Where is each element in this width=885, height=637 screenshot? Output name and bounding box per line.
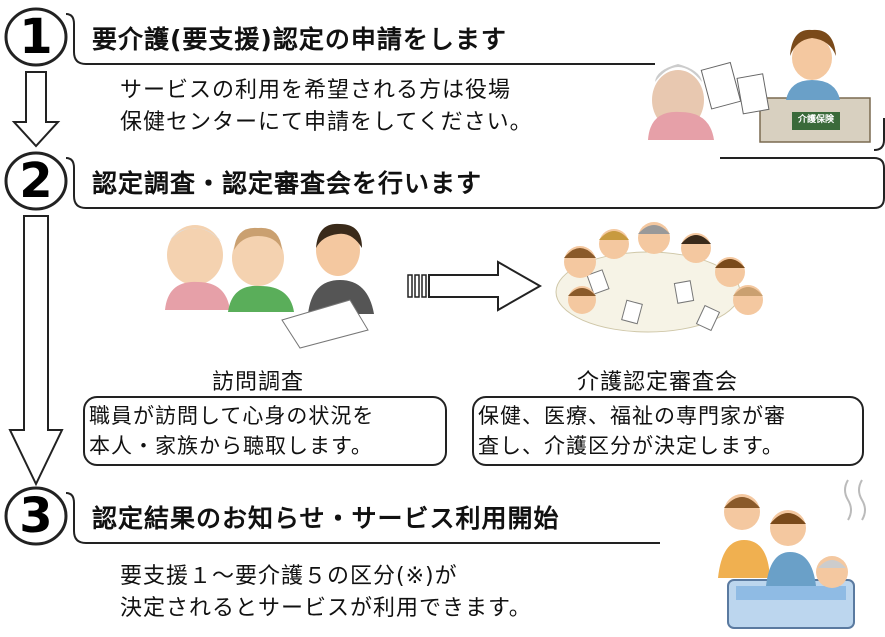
kaigo-hoken-badge: 介護保険 bbox=[797, 115, 834, 125]
committee-description-box: 保健、医療、福祉の専門家が審 査し、介護区分が決定します。 bbox=[472, 396, 864, 466]
committee-illustration bbox=[555, 222, 763, 333]
arrow-visit-to-committee bbox=[407, 260, 543, 312]
step1-circle bbox=[4, 7, 68, 67]
step3-underline bbox=[65, 492, 660, 544]
step2-circle bbox=[4, 151, 68, 211]
step2-title: 認定調査・認定審査会を行います bbox=[92, 169, 483, 198]
arrow-step2-to-step3 bbox=[8, 215, 64, 487]
step1-title: 要介護(要支援)認定の申請をします bbox=[92, 25, 507, 54]
bath-service-illustration bbox=[718, 479, 866, 629]
step3-circle bbox=[4, 486, 68, 546]
step1-underline bbox=[65, 13, 655, 65]
step1-number: 1 bbox=[19, 9, 53, 65]
step3-title: 認定結果のお知らせ・サービス利用開始 bbox=[92, 504, 560, 533]
step1-right-corner bbox=[873, 118, 885, 151]
step2-number: 2 bbox=[19, 153, 53, 209]
step3-description-line: 決定されるとサービスが利用できます。 bbox=[120, 596, 532, 621]
step3-description: 要支援１～要介護５の区分(※)が 決定されるとサービスが利用できます。 bbox=[120, 561, 532, 625]
visit-description-line: 職員が訪問して心身の状況を bbox=[89, 404, 375, 428]
step3-description-line: 要支援１～要介護５の区分(※)が bbox=[120, 564, 458, 589]
step2-header-frame bbox=[65, 157, 885, 209]
step1-description-line: サービスの利用を希望される方は役場 bbox=[120, 78, 512, 103]
step1-description: サービスの利用を希望される方は役場 保健センターにて申請をしてください。 bbox=[120, 75, 533, 139]
application-illustration bbox=[648, 29, 871, 143]
committee-label: 介護認定審査会 bbox=[577, 370, 739, 395]
visit-description-box: 職員が訪問して心身の状況を 本人・家族から聴取します。 bbox=[83, 396, 447, 466]
visit-description-line: 本人・家族から聴取します。 bbox=[89, 434, 373, 458]
arrow-step1-to-step2 bbox=[11, 71, 61, 148]
step3-number: 3 bbox=[19, 488, 53, 544]
home-visit-illustration bbox=[165, 223, 374, 349]
committee-description-line: 査し、介護区分が決定します。 bbox=[478, 434, 784, 458]
step1-description-line: 保健センターにて申請をしてください。 bbox=[120, 110, 533, 135]
committee-description-line: 保健、医療、福祉の専門家が審 bbox=[478, 404, 786, 428]
visit-label: 訪問調査 bbox=[212, 370, 305, 395]
